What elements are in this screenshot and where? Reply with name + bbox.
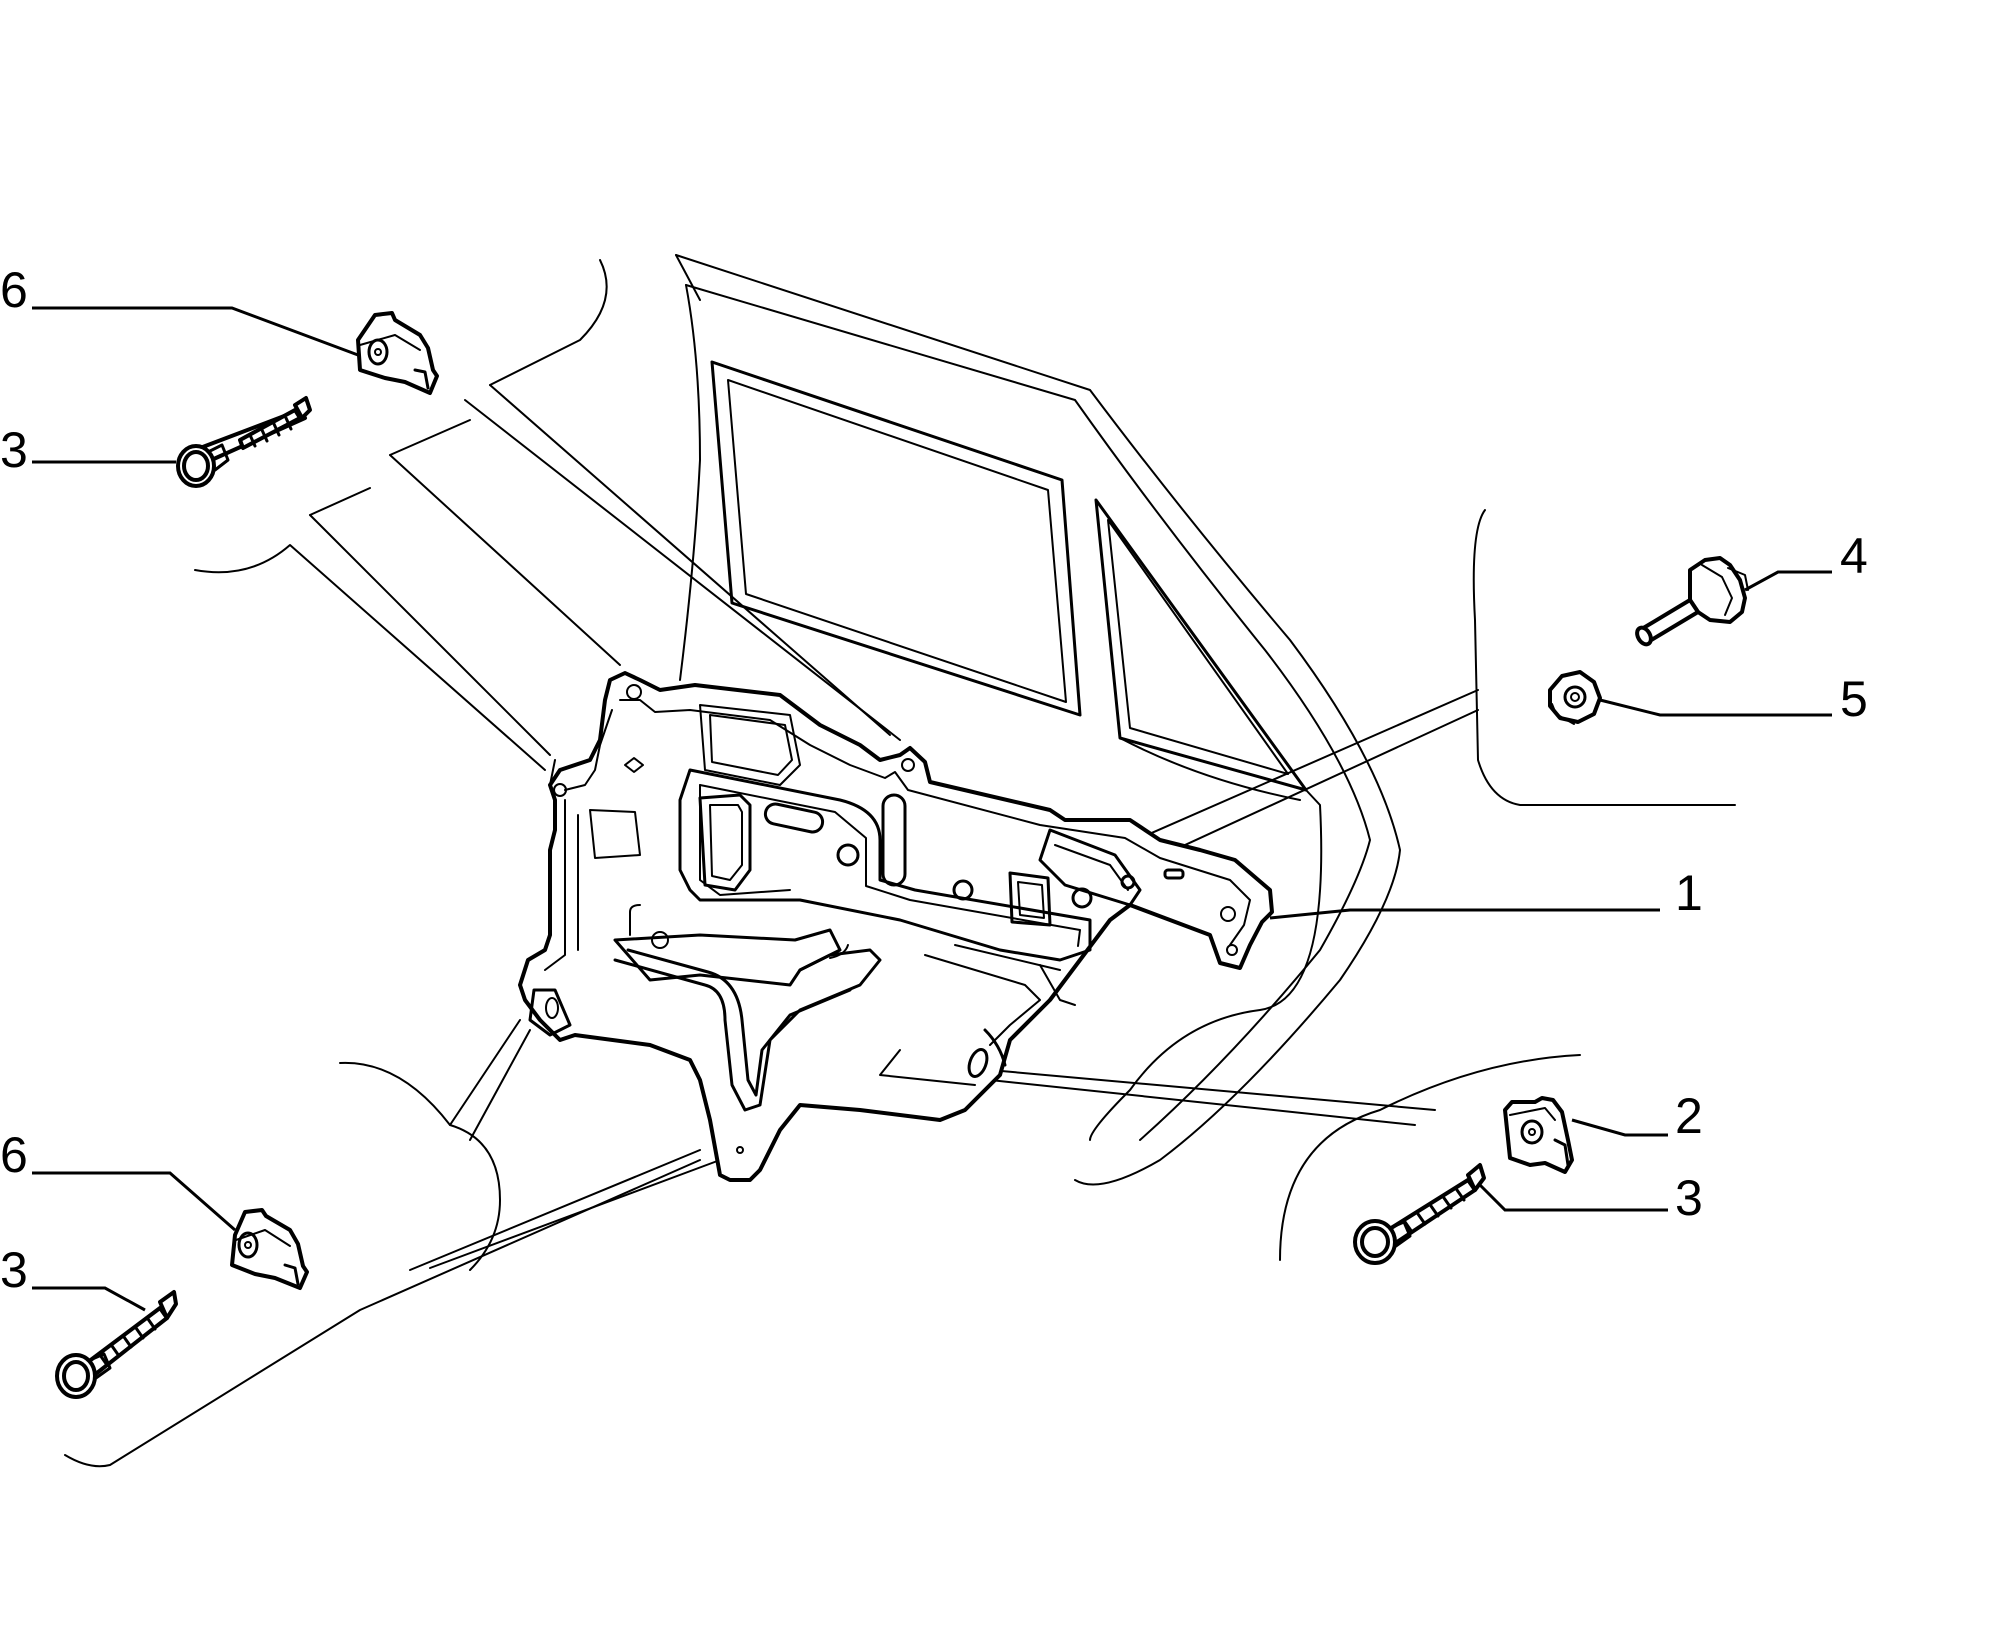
callout-1: 1: [1675, 865, 1703, 921]
clip-nut-right: [1503, 1096, 1574, 1174]
clip-nut-upper: [356, 311, 439, 395]
callout-4: 4: [1840, 528, 1868, 584]
guide-pin: [1635, 556, 1749, 647]
callout-6-upper: 6: [0, 262, 28, 318]
self-tapping-screw-right: [1353, 1163, 1486, 1265]
hex-nut: [1548, 670, 1602, 725]
callout-labels: 6 3 4 5 1 2 3 6 3: [0, 262, 1868, 1298]
callout-3-lower: 3: [0, 1242, 28, 1298]
context-contours: [64, 259, 1736, 1468]
callout-2: 2: [1675, 1088, 1703, 1144]
callout-3-upper: 3: [0, 422, 28, 478]
callout-3-right: 3: [1675, 1170, 1703, 1226]
clip-nut-lower: [230, 1208, 309, 1290]
self-tapping-screw-upper: [176, 396, 312, 488]
door-outline: [675, 254, 1401, 1186]
callout-5: 5: [1840, 671, 1868, 727]
leader-lines: [32, 306, 1832, 1312]
callout-6-lower: 6: [0, 1127, 28, 1183]
window-regulator-plate: [518, 671, 1274, 1182]
self-tapping-screw-lower: [55, 1290, 178, 1399]
